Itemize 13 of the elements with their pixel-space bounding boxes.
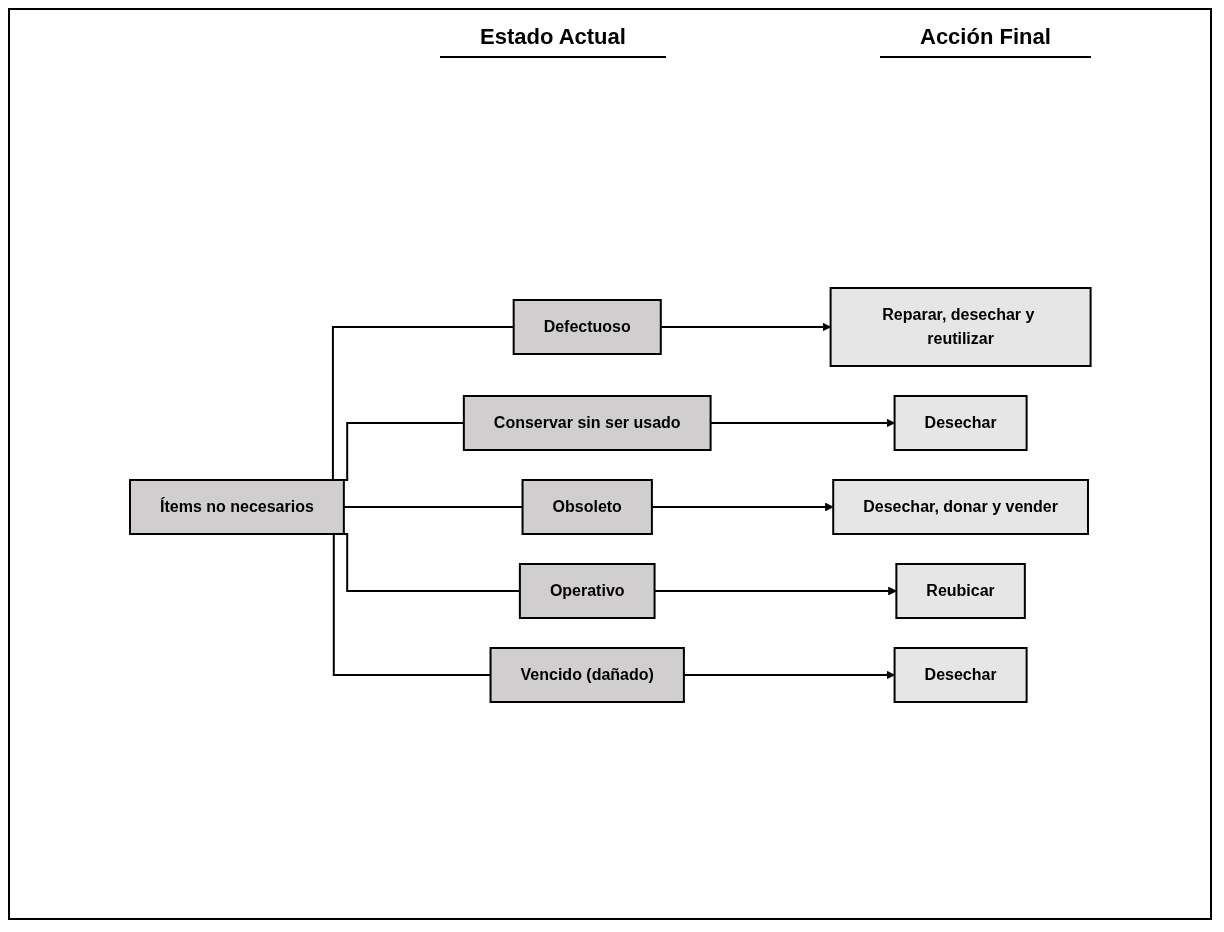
node-box: Operativo <box>518 563 656 619</box>
node-box: Reubicar <box>895 563 1026 619</box>
node-box: Desechar, donar y vender <box>831 479 1089 535</box>
node-box: Desechar <box>893 647 1028 703</box>
node-box: Ítems no necesarios <box>128 479 345 535</box>
node-box: Defectuoso <box>512 299 662 355</box>
node-box: Desechar <box>893 395 1028 451</box>
column-heading: Estado Actual <box>440 24 666 58</box>
column-heading: Acción Final <box>880 24 1091 58</box>
node-box: Conservar sin ser usado <box>462 395 712 451</box>
node-box: Obsoleto <box>521 479 653 535</box>
node-box: Vencido (dañado) <box>489 647 685 703</box>
node-box: Reparar, desechar y reutilizar <box>829 287 1092 367</box>
